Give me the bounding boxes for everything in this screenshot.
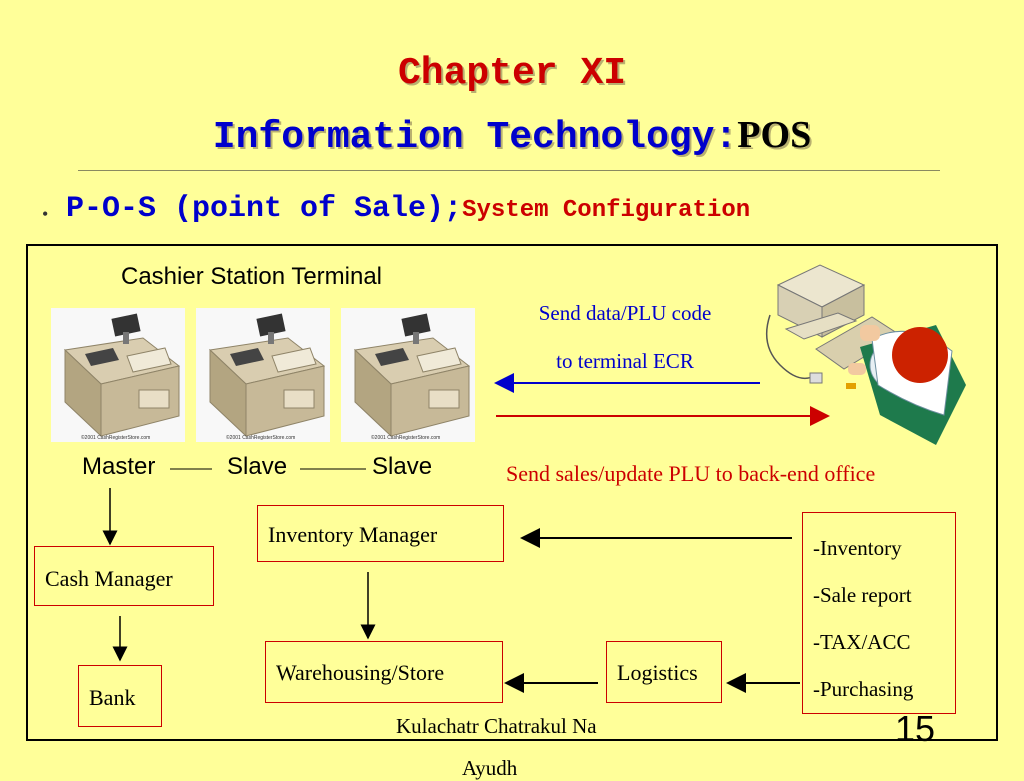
- back-office-item: -Sale report: [813, 583, 912, 607]
- send-to-back-office-text: Send sales/update PLU to back-end office: [506, 461, 876, 486]
- image-caption: ©2001 CashRegisterStore.com: [226, 434, 295, 441]
- slide-title-pos: POS: [737, 114, 812, 156]
- cash-register-slave-image-2: ©2001 CashRegisterStore.com: [341, 308, 475, 442]
- title-divider: [78, 170, 940, 171]
- slide-title-main: Information Technology:: [212, 116, 738, 159]
- bullet-sub: System Configuration: [462, 197, 751, 224]
- bullet-dot-icon: •: [42, 204, 49, 224]
- label-slave-1: Slave: [227, 453, 288, 480]
- back-office-item: -Inventory: [813, 536, 902, 560]
- cash-register-master-image: ©2001 CashRegisterStore.com: [51, 308, 185, 442]
- author-line-1: Kulachatr Chatrakul Na: [396, 714, 597, 738]
- bank-box: Bank: [78, 665, 162, 727]
- warehousing-store-box: Warehousing/Store: [265, 641, 503, 703]
- page-number: 15: [895, 708, 936, 749]
- cash-register-slave-image-1: ©2001 CashRegisterStore.com: [196, 308, 330, 442]
- label-slave-2: Slave: [372, 453, 433, 480]
- chapter-title: Chapter XI: [397, 52, 627, 95]
- logistics-box: Logistics: [606, 641, 722, 703]
- send-to-ecr-line-1: Send data/PLU code: [538, 301, 712, 325]
- send-to-ecr-line-2: to terminal ECR: [556, 349, 694, 373]
- diagram-frame: [26, 244, 998, 741]
- computer-user-clipart: [760, 255, 970, 455]
- bullet-heading: P-O-S (point of Sale);System Configurati…: [66, 192, 750, 226]
- label-master: Master: [82, 453, 156, 480]
- send-to-ecr-text: Send data/PLU code to terminal ECR: [490, 289, 760, 385]
- back-office-box: -Inventory -Sale report -TAX/ACC -Purcha…: [802, 512, 956, 714]
- back-office-item: -Purchasing: [813, 677, 914, 701]
- cash-manager-box: Cash Manager: [34, 546, 214, 606]
- back-office-item: -TAX/ACC: [813, 630, 911, 654]
- slide-title: Information Technology:POS: [0, 113, 1024, 159]
- image-caption: ©2001 CashRegisterStore.com: [81, 434, 150, 441]
- image-caption: ©2001 CashRegisterStore.com: [371, 434, 440, 441]
- inventory-manager-box: Inventory Manager: [257, 505, 504, 562]
- author-line-2: Ayudh: [462, 756, 518, 780]
- bullet-main: P-O-S (point of Sale);: [66, 192, 463, 226]
- terminal-heading: Cashier Station Terminal: [121, 263, 383, 290]
